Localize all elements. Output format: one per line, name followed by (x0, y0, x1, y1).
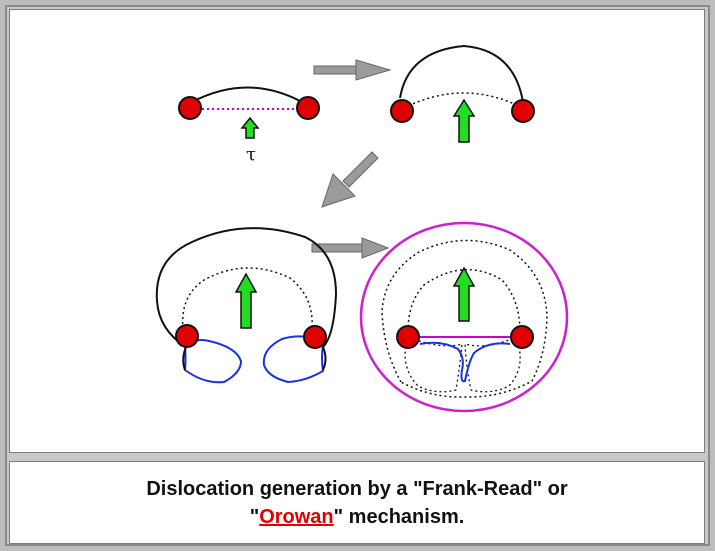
stage-3 (155, 227, 338, 384)
stress-arrow (234, 272, 258, 329)
stage-1: τ (178, 86, 320, 165)
stage-2 (390, 44, 535, 143)
regenerated-segment-blue (419, 341, 511, 383)
bowed-dislocation-line (399, 44, 524, 103)
expanding-dislocation-line (155, 227, 338, 348)
flow-arrow-3 (311, 237, 390, 259)
initial-dislocation-line (191, 86, 303, 103)
caption: Dislocation generation by a "Frank-Read"… (146, 475, 567, 531)
flow-arrow-2 (321, 151, 379, 208)
pinning-point-left (390, 99, 414, 123)
pinning-point-right (511, 99, 535, 123)
pinning-point-left (178, 96, 202, 120)
pinning-point-right (296, 96, 320, 120)
stress-arrow (452, 266, 476, 322)
emitted-dislocation-loop (359, 221, 569, 413)
flow-arrow-1 (313, 59, 392, 81)
stress-symbol: τ (246, 144, 256, 165)
pinning-point-left (175, 324, 199, 348)
caption-suffix: " mechanism. (333, 505, 465, 528)
stress-arrow (452, 98, 476, 143)
caption-quote-open: " (249, 505, 260, 528)
loop-lobe-left (183, 339, 243, 384)
pinning-point-left (396, 325, 420, 349)
previous-dislocation-position (181, 267, 313, 330)
caption-line-1: Dislocation generation by a "Frank-Read"… (146, 477, 568, 500)
frank-read-diagram: τ (155, 44, 569, 413)
pinning-point-right (303, 325, 327, 349)
caption-panel: Dislocation generation by a "Frank-Read"… (9, 461, 705, 544)
caption-line-2: "Orowan" mechanism. (146, 503, 567, 531)
stage-4 (359, 221, 569, 413)
stress-arrow (240, 116, 260, 139)
orowan-link[interactable]: Orowan (259, 505, 334, 528)
pinning-point-right (510, 325, 534, 349)
figure-panel: τ (9, 9, 705, 453)
inner-loop-trace-right (464, 336, 521, 393)
